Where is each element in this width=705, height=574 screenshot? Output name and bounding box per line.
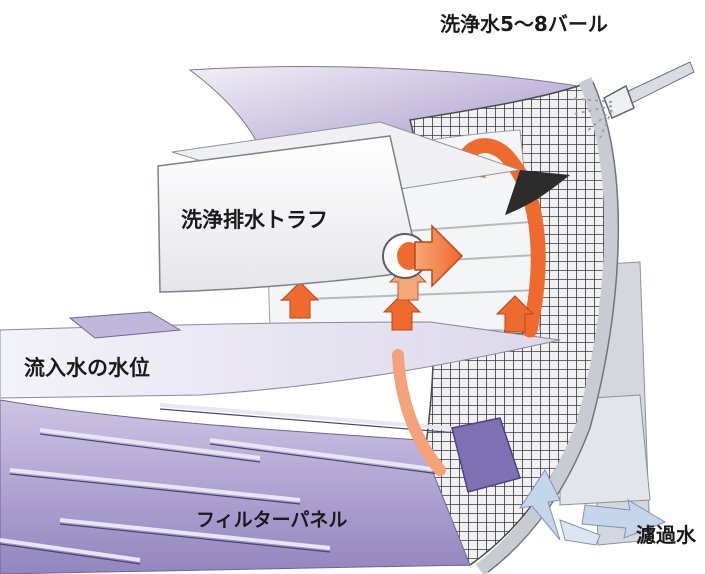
spray-nozzle-icon	[569, 61, 695, 139]
water-ripple	[68, 311, 182, 339]
rotation-loop-arrow	[454, 138, 546, 338]
trough-label: 洗浄排水トラフ	[181, 208, 328, 232]
rotation-loop-lower	[392, 349, 446, 476]
filtrate-outflow	[518, 469, 667, 546]
filter-panel-tile	[451, 417, 521, 493]
spray-water-label: 洗浄水5〜8バール	[440, 12, 608, 36]
trough-outlet-arrow	[414, 224, 464, 288]
filtrate-label: 濾過水	[636, 523, 696, 547]
filter-panel-label: フィルターパネル	[196, 509, 348, 531]
inflow-level-label: 流入水の水位	[24, 356, 150, 380]
filter-panel-bars	[0, 403, 471, 562]
drum-rim-edge	[487, 81, 620, 573]
drum-rim	[475, 77, 619, 574]
filter-panel-bar-shadows	[0, 408, 471, 565]
flow-arrow-icon	[280, 263, 535, 333]
trough-lip	[505, 170, 570, 215]
